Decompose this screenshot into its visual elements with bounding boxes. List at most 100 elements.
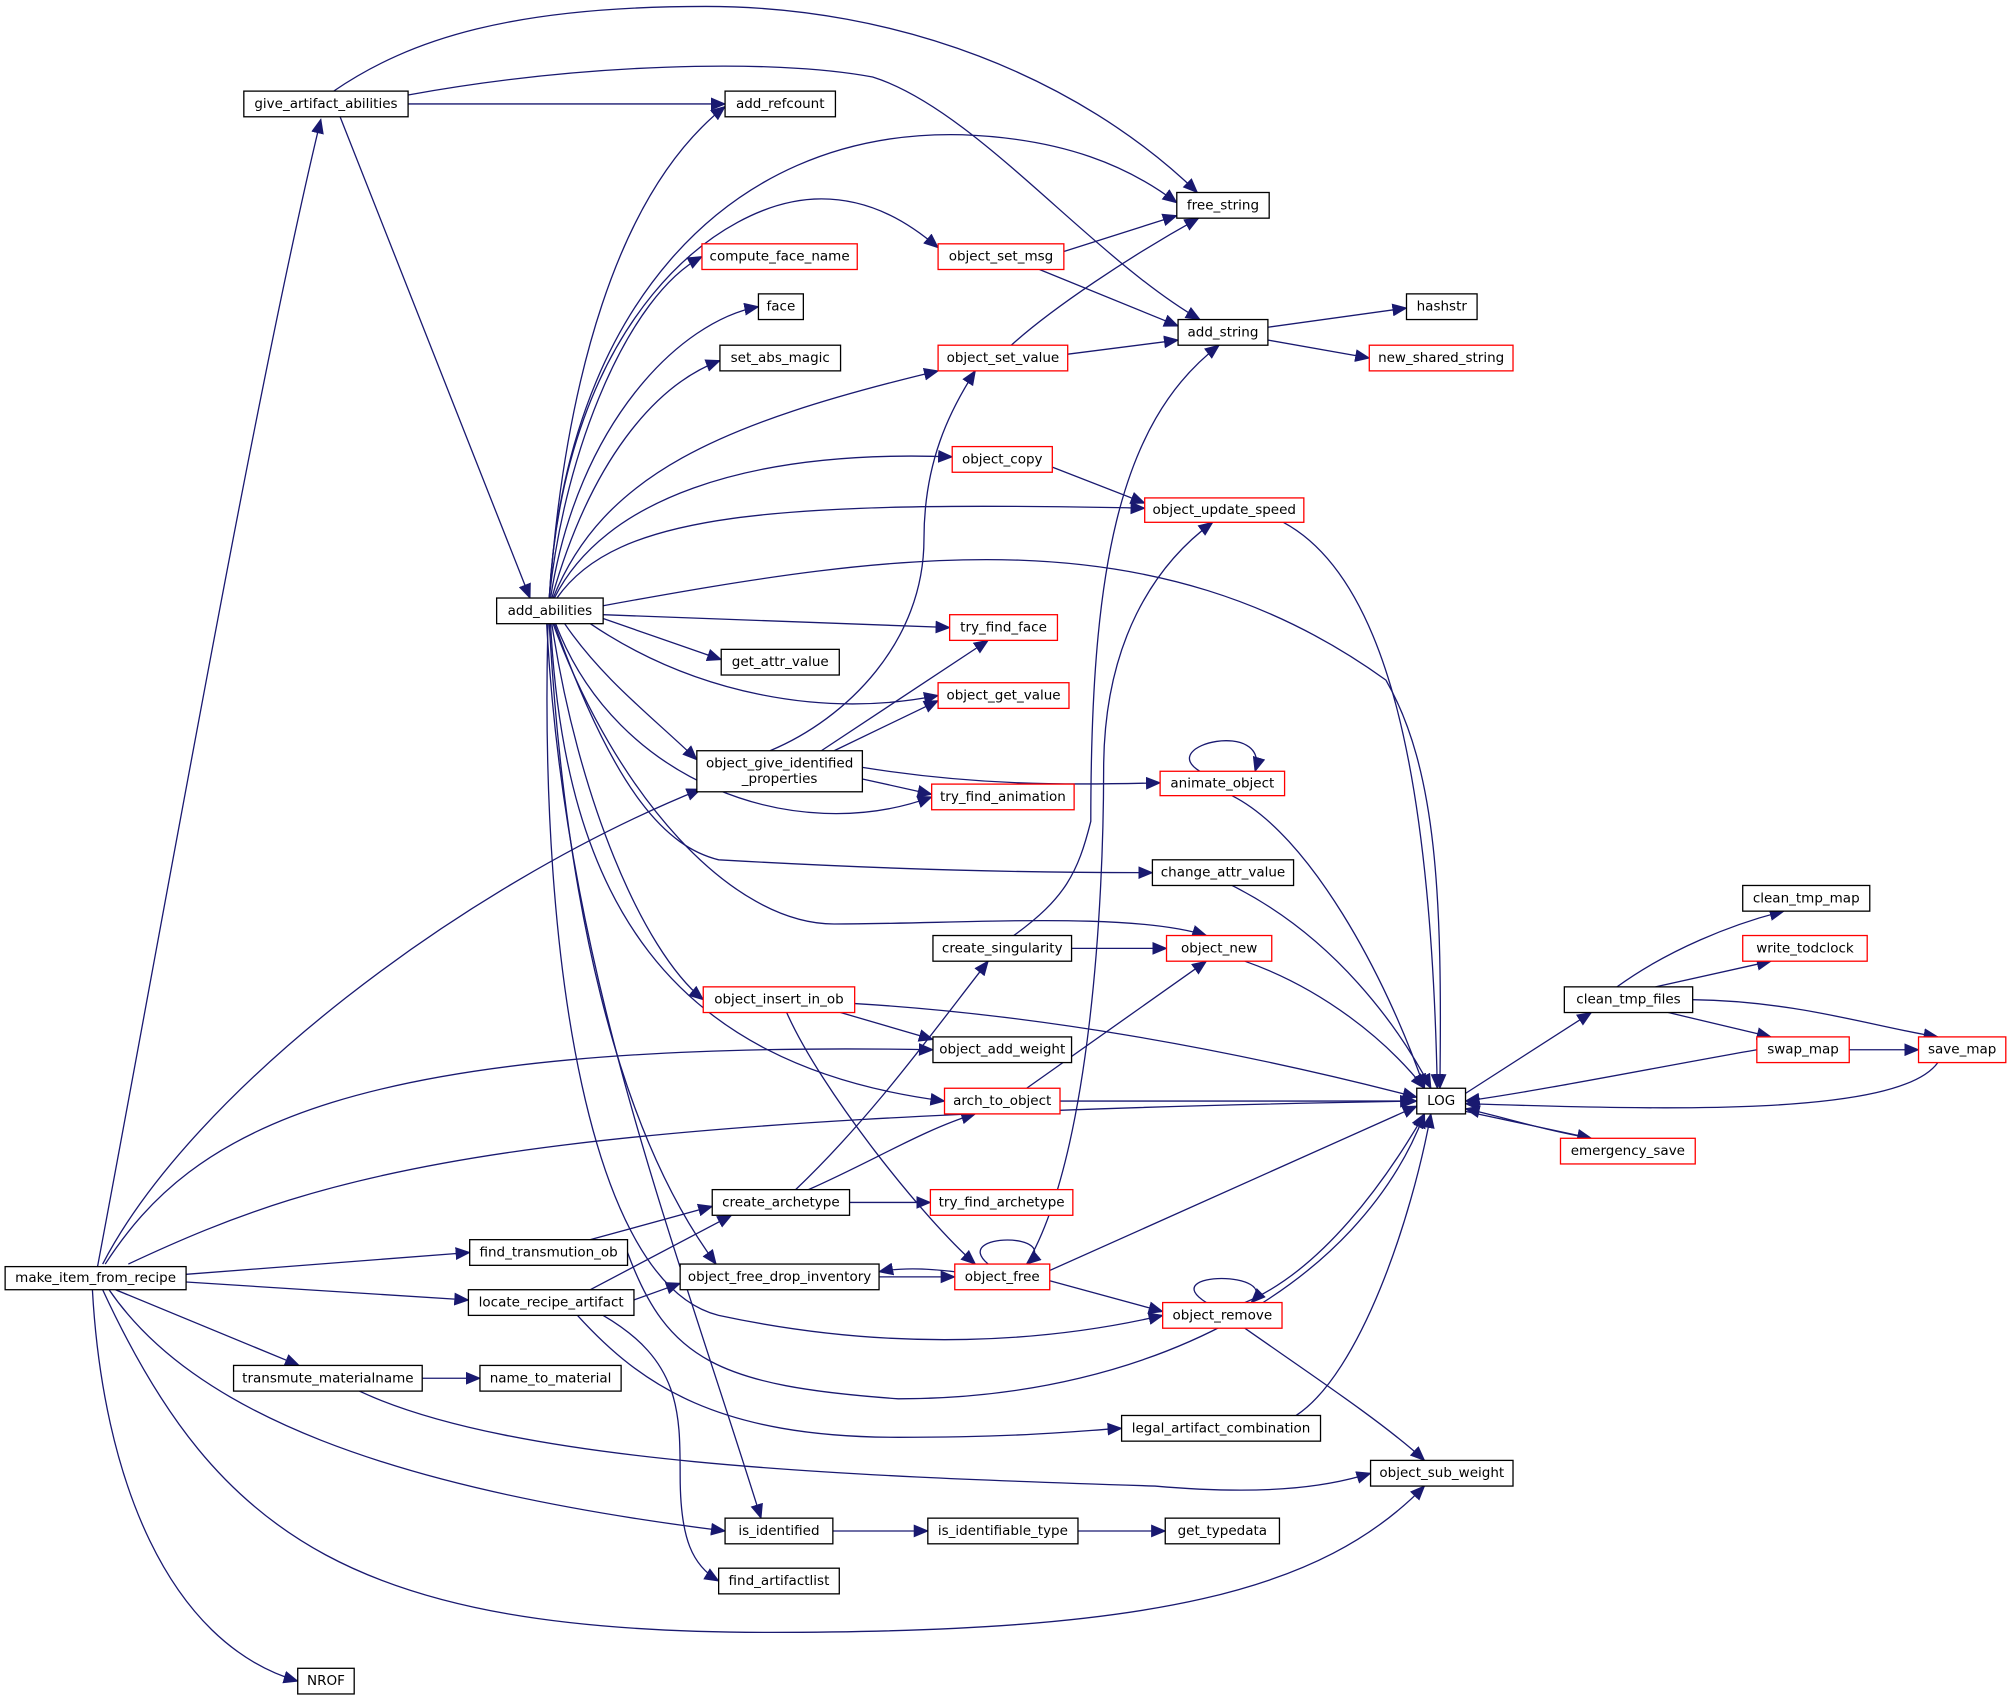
- node-name-to-material[interactable]: name_to_material: [479, 1364, 622, 1392]
- node-add-refcount[interactable]: add_refcount: [724, 90, 837, 118]
- node-box: [1176, 191, 1270, 219]
- node-log[interactable]: LOG: [1416, 1087, 1467, 1115]
- node-find-artifactlist[interactable]: find_artifactlist: [717, 1567, 840, 1595]
- node-add-abilities[interactable]: add_abilities: [495, 597, 604, 625]
- node-swap-map[interactable]: swap_map: [1756, 1036, 1850, 1064]
- edge-make-item-from-recipe-to-is-identified: [109, 1290, 727, 1536]
- node-is-identified[interactable]: is_identified: [724, 1517, 834, 1545]
- edge-make-item-from-recipe-to-object-sub-weight: [103, 1290, 1426, 1633]
- node-clean-tmp-map[interactable]: clean_tmp_map: [1742, 884, 1871, 912]
- node-try-find-face[interactable]: try_find_face: [948, 614, 1059, 642]
- node-label: object_get_value: [946, 688, 1060, 704]
- edge-add-abilities-to-free-string: [549, 135, 1178, 598]
- node-box: [1162, 1301, 1283, 1329]
- node-object-give-identified-properties[interactable]: object_give_identified_properties: [696, 750, 864, 793]
- node-object-remove[interactable]: object_remove: [1162, 1301, 1283, 1329]
- node-label: compute_face_name: [710, 249, 850, 265]
- node-legal-artifact-combination[interactable]: legal_artifact_combination: [1120, 1414, 1322, 1442]
- node-locate-recipe-artifact[interactable]: locate_recipe_artifact: [467, 1289, 635, 1317]
- edge-object-give-identified-properties-to-object-set-value: [770, 369, 975, 751]
- node-write-todclock[interactable]: write_todclock: [1742, 934, 1868, 962]
- node-free-string[interactable]: free_string: [1176, 191, 1270, 219]
- node-nrof[interactable]: NROF: [297, 1667, 355, 1695]
- node-arch-to-object[interactable]: arch_to_object: [943, 1087, 1061, 1115]
- node-label: write_todclock: [1756, 940, 1854, 956]
- node-label: object_give_identified: [706, 756, 853, 772]
- node-box: [717, 1567, 840, 1595]
- edge-clean-tmp-files-to-save-map: [1693, 1000, 1940, 1042]
- node-box: [1559, 1137, 1696, 1165]
- node-label: make_item_from_recipe: [15, 1270, 176, 1286]
- node-give-artifact-abilities[interactable]: give_artifact_abilities: [243, 90, 409, 118]
- node-get-typedata[interactable]: get_typedata: [1164, 1517, 1281, 1545]
- edge-give-artifact-abilities-to-add-abilities: [340, 117, 531, 600]
- node-label: set_abs_magic: [731, 350, 830, 366]
- node-animate-object[interactable]: animate_object: [1159, 770, 1286, 797]
- edge-make-item-from-recipe-to-log: [128, 1094, 1416, 1264]
- node-label: object_set_value: [947, 350, 1060, 366]
- node-object-set-msg[interactable]: object_set_msg: [937, 243, 1065, 271]
- node-object-get-value[interactable]: object_get_value: [937, 682, 1070, 710]
- edge-clean-tmp-files-to-write-todclock: [1655, 957, 1773, 987]
- edge-log-to-clean-tmp-files: [1466, 1013, 1593, 1094]
- node-box: [932, 934, 1073, 962]
- node-emergency-save[interactable]: emergency_save: [1559, 1137, 1696, 1165]
- node-get-attr-value[interactable]: get_attr_value: [720, 648, 840, 676]
- edge-emergency-save-to-log: [1464, 1105, 1592, 1139]
- edge-object-give-identified-properties-to-try-find-animation: [862, 779, 933, 798]
- node-compute-face-name[interactable]: compute_face_name: [701, 243, 858, 271]
- node-change-attr-value[interactable]: change_attr_value: [1151, 859, 1295, 887]
- node-box: [495, 597, 604, 625]
- node-object-copy[interactable]: object_copy: [951, 445, 1053, 473]
- edge-object-insert-in-ob-to-object-add-weight: [841, 1013, 935, 1042]
- node-clean-tmp-files[interactable]: clean_tmp_files: [1563, 986, 1694, 1014]
- node-create-singularity[interactable]: create_singularity: [932, 934, 1073, 962]
- node-find-transmution-ob[interactable]: find_transmution_ob: [469, 1239, 629, 1266]
- node-try-find-archetype[interactable]: try_find_archetype: [929, 1188, 1074, 1216]
- node-hashstr[interactable]: hashstr: [1405, 293, 1478, 321]
- node-object-insert-in-ob[interactable]: object_insert_in_ob: [702, 986, 856, 1014]
- node-add-string[interactable]: add_string: [1177, 318, 1269, 346]
- node-object-free-drop-inventory[interactable]: object_free_drop_inventory: [679, 1263, 880, 1291]
- node-box: [1917, 1036, 2007, 1064]
- edge-locate-recipe-artifact-to-object-free-drop-inventory: [634, 1282, 682, 1300]
- edge-add-abilities-to-try-find-face: [603, 615, 951, 634]
- edge-add-abilities-to-object-remove: [547, 624, 1164, 1340]
- edge-arch-to-object-to-object-new: [1027, 960, 1208, 1088]
- node-is-identifiable-type[interactable]: is_identifiable_type: [927, 1517, 1079, 1545]
- node-box: [696, 750, 864, 793]
- node-create-archetype[interactable]: create_archetype: [711, 1188, 851, 1216]
- edge-add-abilities-to-log: [603, 560, 1447, 1090]
- node-object-free[interactable]: object_free: [954, 1263, 1051, 1291]
- node-transmute-materialname[interactable]: transmute_materialname: [232, 1364, 423, 1392]
- node-object-sub-weight[interactable]: object_sub_weight: [1369, 1459, 1514, 1487]
- node-make-item-from-recipe[interactable]: make_item_from_recipe: [4, 1265, 187, 1291]
- node-box: [711, 1188, 851, 1216]
- edge-clean-tmp-files-to-clean-tmp-map: [1617, 908, 1786, 987]
- node-set-abs-magic[interactable]: set_abs_magic: [719, 344, 842, 372]
- node-new-shared-string[interactable]: new_shared_string: [1368, 344, 1514, 372]
- node-label: emergency_save: [1571, 1143, 1685, 1159]
- node-face[interactable]: face: [757, 293, 804, 321]
- node-object-set-value[interactable]: object_set_value: [937, 344, 1069, 372]
- edge-make-item-from-recipe-to-nrof: [92, 1290, 299, 1684]
- edge-add-abilities-to-object-copy: [554, 449, 954, 598]
- node-object-update-speed[interactable]: object_update_speed: [1144, 497, 1305, 523]
- node-object-add-weight[interactable]: object_add_weight: [932, 1036, 1073, 1064]
- edge-object-remove-to-log: [1245, 1112, 1425, 1303]
- edge-object-set-value-to-add-string: [1068, 335, 1180, 354]
- edge-make-item-from-recipe-to-find-transmution-ob: [186, 1247, 471, 1275]
- edge-object-free-to-object-update-speed: [1027, 521, 1214, 1264]
- node-label: object_sub_weight: [1379, 1465, 1504, 1481]
- edge-animate-object-to-animate-object: [1189, 741, 1266, 773]
- node-try-find-animation[interactable]: try_find_animation: [931, 783, 1075, 811]
- node-save-map[interactable]: save_map: [1917, 1036, 2007, 1064]
- node-label: animate_object: [1170, 775, 1274, 791]
- node-object-new[interactable]: object_new: [1165, 934, 1273, 962]
- node-label: clean_tmp_files: [1576, 992, 1680, 1008]
- node-label: create_singularity: [942, 940, 1063, 956]
- edge-legal-artifact-combination-to-log: [1296, 1112, 1435, 1416]
- node-box: [1756, 1036, 1850, 1064]
- edge-locate-recipe-artifact-to-find-artifactlist: [603, 1315, 720, 1581]
